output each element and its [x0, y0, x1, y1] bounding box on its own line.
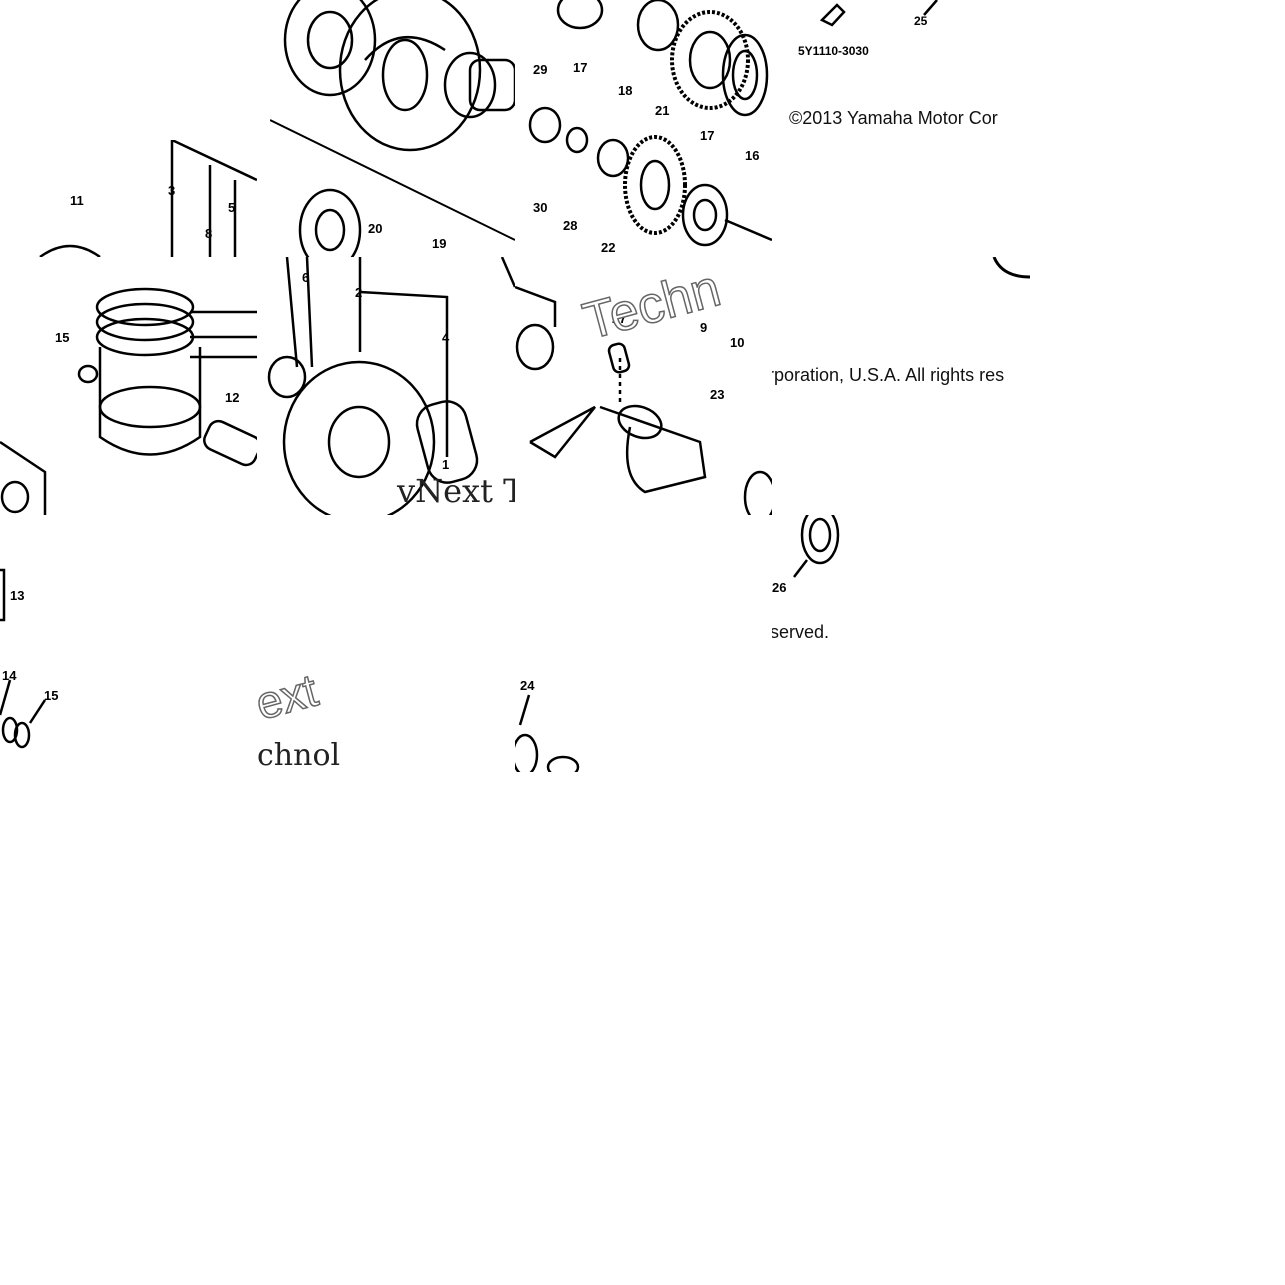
callout-19: 19 — [432, 236, 446, 251]
tile-gears: 29 17 18 21 17 16 30 28 22 — [515, 0, 772, 257]
callout-10: 10 — [730, 335, 744, 350]
copyright-line-2: rporation, U.S.A. All rights res — [772, 365, 1005, 385]
callout-17b: 17 — [700, 128, 714, 143]
tile-crankshaft: 27 9 10 23 Techn — [515, 257, 772, 515]
drawing-code: 5Y1110-3030 — [798, 44, 869, 58]
seal-fragment — [992, 257, 1030, 279]
tile-conrod: 6 2 4 1 vNext Te — [257, 257, 515, 515]
rings-drawing: 13 14 15 — [0, 568, 58, 749]
fwd-arrow: 5Y1110-3030 25 — [798, 0, 938, 58]
callout-28: 28 — [563, 218, 577, 233]
conrod-drawing: 6 2 4 1 vNext Te — [267, 257, 515, 515]
callout-5: 5 — [228, 200, 235, 215]
copyright-line-1: ©2013 Yamaha Motor Cor — [789, 108, 998, 128]
callout-11: 11 — [70, 193, 84, 208]
callout-16: 16 — [745, 148, 759, 163]
callout-26: 26 — [772, 580, 786, 595]
callout-23: 23 — [710, 387, 724, 402]
callout-20: 20 — [368, 221, 382, 236]
callout-2: 2 — [355, 285, 362, 300]
callout-3: 3 — [168, 183, 175, 198]
callout-15b: 15 — [44, 688, 58, 703]
callout-17a: 17 — [573, 60, 587, 75]
callout-6: 6 — [302, 270, 309, 285]
callout-4: 4 — [442, 330, 450, 345]
callout-15a: 15 — [55, 330, 69, 345]
watermark-3: ext — [257, 664, 323, 730]
tile-part24: 24 — [515, 675, 585, 772]
tile-piston-top: 11 3 8 5 — [0, 140, 257, 257]
callout-9: 9 — [700, 320, 707, 335]
crankshaft-drawing: 27 9 10 23 Techn — [515, 259, 772, 515]
tile-copyright-2: rporation, U.S.A. All rights res — [772, 257, 1030, 515]
tile-crank-top: 20 19 — [270, 0, 515, 257]
gears-drawing: 29 17 18 21 17 16 30 28 22 — [528, 0, 772, 255]
callout-27: 27 — [612, 311, 626, 326]
callout-18: 18 — [618, 83, 632, 98]
tile-rings: 13 14 15 — [0, 515, 257, 772]
callout-8: 8 — [205, 226, 212, 241]
callout-21: 21 — [655, 103, 669, 118]
tile-seal26: 26 served. — [772, 515, 1030, 660]
callout-30: 30 — [533, 200, 547, 215]
tile-header-info: 5Y1110-3030 25 ©2013 Yamaha Motor Cor — [772, 0, 1030, 257]
crank-top-drawing: 20 19 — [270, 0, 515, 257]
part24-drawing: 24 — [515, 678, 580, 772]
watermark-1: Techn — [577, 259, 726, 351]
piston-drawing: 15 12 — [0, 287, 257, 515]
watermark-4: chnol — [257, 738, 340, 772]
callout-1: 1 — [442, 457, 449, 472]
piston-top-drawing: 11 3 8 5 — [39, 140, 257, 257]
callout-24: 24 — [520, 678, 535, 693]
tile-watermark: ext chnol — [257, 660, 342, 772]
callout-12: 12 — [225, 390, 239, 405]
watermark-fragments: ext chnol — [257, 663, 340, 772]
callout-14: 14 — [2, 668, 17, 683]
watermark-2: vNext Te — [396, 472, 515, 510]
seal26-drawing: 26 — [772, 515, 840, 595]
callout-22: 22 — [601, 240, 615, 255]
tile-piston: 15 12 — [0, 257, 257, 515]
copyright-line-3: served. — [772, 622, 830, 642]
callout-13: 13 — [10, 588, 24, 603]
callout-29: 29 — [533, 62, 547, 77]
callout-25: 25 — [914, 14, 928, 28]
